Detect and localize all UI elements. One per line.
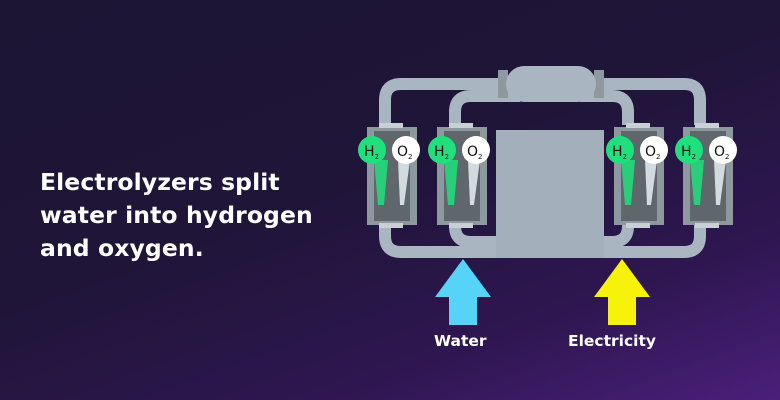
pipes (379, 78, 706, 258)
gas-streams (374, 160, 726, 205)
headline: Electrolyzers split water into hydrogen … (40, 168, 313, 262)
h2-badge-2: H2 (428, 136, 456, 164)
o2-badge-2: O2 (462, 136, 490, 164)
top-tank (506, 66, 596, 102)
electricity-arrow-icon (594, 259, 650, 325)
h2-badge-3: H2 (606, 136, 634, 164)
h2-badge-1: H2 (358, 136, 386, 164)
o2-badge-4: O2 (709, 136, 737, 164)
o2-badge-1: O2 (392, 136, 420, 164)
central-unit (496, 130, 604, 258)
water-arrow-icon (435, 259, 491, 325)
o2-badge-3: O2 (640, 136, 668, 164)
h2-badge-4: H2 (675, 136, 703, 164)
water-label: Water (434, 332, 487, 350)
electricity-label: Electricity (568, 332, 656, 350)
